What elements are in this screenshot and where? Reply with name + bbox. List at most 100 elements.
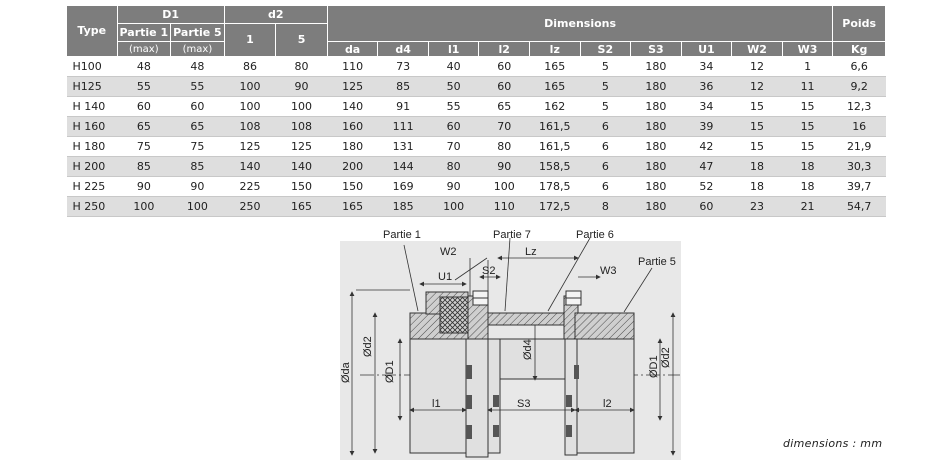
units-note: dimensions : mm [783,437,883,450]
table-cell: 100 [224,76,276,97]
table-cell: 180 [630,96,682,117]
table-cell: 100 [224,96,276,117]
table-cell: 12 [731,56,783,77]
header-s3: S3 [630,41,682,57]
header-l1: l1 [427,41,480,57]
table-cell: 80 [275,56,328,77]
table-cell: 169 [377,176,429,197]
table-cell: 144 [377,156,429,177]
type-cell: H 225 [66,176,118,197]
table-cell: 23 [731,196,783,217]
table-cell: 60 [478,56,530,77]
header-partie5: Partie 5 [170,23,225,42]
table-cell: 140 [327,96,378,117]
table-cell: 125 [224,136,276,157]
header-s2: S2 [579,41,632,57]
label-lz: Lz [525,246,537,258]
table-cell: 15 [782,136,833,157]
table-cell: 100 [428,196,479,217]
table-cell: 65 [478,96,530,117]
table-cell: 90 [275,76,328,97]
header-w2: W2 [731,41,783,57]
table-cell: 8 [580,196,631,217]
header-d4: d4 [377,41,429,57]
table-cell: 47 [681,156,732,177]
label-od2-left: Ød2 [362,336,374,357]
table-cell: 6,6 [832,56,886,77]
label-partie6: Partie 6 [576,229,614,241]
table-cell: 85 [377,76,429,97]
table-cell: 34 [681,56,732,77]
table-cell: 110 [327,56,378,77]
type-cell: H 160 [66,116,118,137]
table-cell: 15 [782,96,833,117]
table-cell: 12,3 [832,96,886,117]
table-cell: 15 [731,116,783,137]
table-cell: 54,7 [832,196,886,217]
table-cell: 16 [832,116,886,137]
header-d2: d2 [223,5,328,24]
table-cell: 40 [428,56,479,77]
header-l2: l2 [478,41,530,57]
table-cell: 48 [170,56,225,77]
label-w3: W3 [600,265,617,277]
table-cell: 80 [428,156,479,177]
table-cell: 1 [782,56,833,77]
table-cell: 75 [170,136,225,157]
table-cell: 91 [377,96,429,117]
type-cell: H 200 [66,156,118,177]
table-cell: 39 [681,116,732,137]
table-cell: 180 [630,76,682,97]
header-d2-1: 1 [223,23,277,57]
header-kg: Kg [832,41,886,57]
table-cell: 178,5 [529,176,581,197]
table-cell: 150 [275,176,328,197]
table-cell: 185 [377,196,429,217]
header-type: Type [66,5,118,57]
table-cell: 161,5 [529,116,581,137]
label-l1: l1 [432,398,441,410]
table-cell: 70 [428,136,479,157]
table-cell: 65 [117,116,171,137]
table-cell: 70 [478,116,530,137]
table-cell: 9,2 [832,76,886,97]
table-cell: 21,9 [832,136,886,157]
table-cell: 60 [428,116,479,137]
header-max-2: (max) [170,41,225,57]
table-cell: 75 [117,136,171,157]
table-cell: 85 [170,156,225,177]
type-cell: H 140 [66,96,118,117]
table-cell: 180 [630,56,682,77]
table-cell: 100 [478,176,530,197]
table-cell: 30,3 [832,156,886,177]
label-u1: U1 [438,271,452,283]
table-cell: 6 [580,136,631,157]
table-cell: 5 [580,96,631,117]
table-cell: 18 [782,176,833,197]
table-cell: 6 [580,176,631,197]
hub-left-lower [409,338,467,454]
table-cell: 110 [478,196,530,217]
header-partie1: Partie 1 [116,23,172,42]
header-lz: lz [529,41,581,57]
table-cell: 200 [327,156,378,177]
table-cell: 180 [327,136,378,157]
table-cell: 15 [782,116,833,137]
type-cell: H 180 [66,136,118,157]
table-cell: 180 [630,156,682,177]
table-cell: 60 [170,96,225,117]
table-cell: 12 [731,76,783,97]
table-cell: 55 [117,76,171,97]
header-d1: D1 [116,5,225,24]
header-poids: Poids [832,5,886,42]
label-partie5: Partie 5 [638,256,676,268]
table-cell: 5 [580,56,631,77]
table-cell: 52 [681,176,732,197]
table-cell: 160 [327,116,378,137]
table-cell: 39,7 [832,176,886,197]
